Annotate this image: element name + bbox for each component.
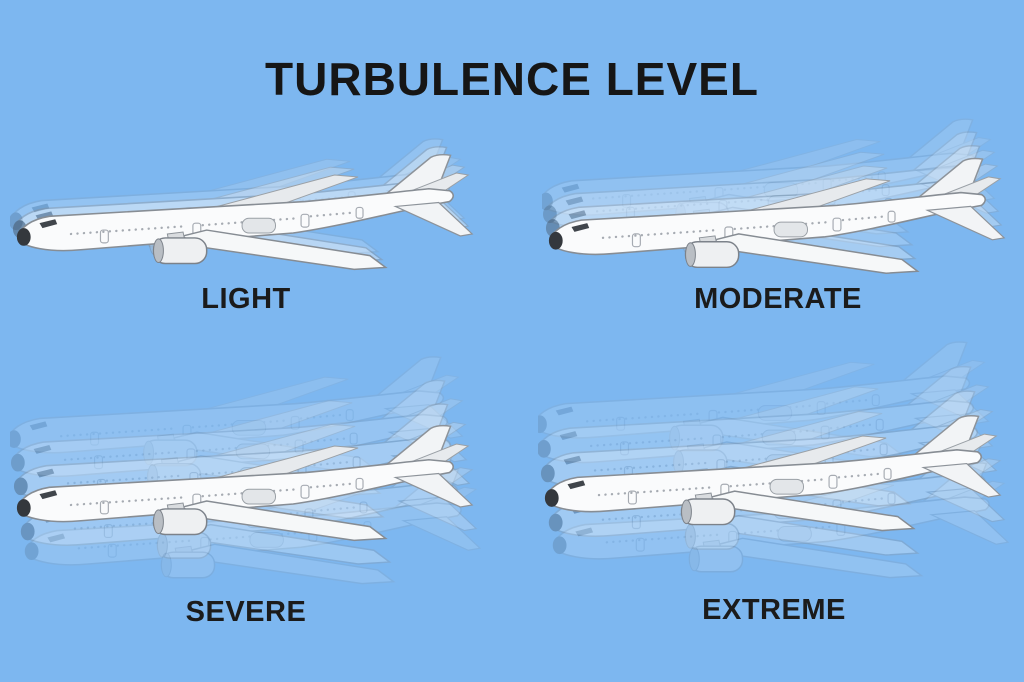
page-title: TURBULENCE LEVEL (265, 53, 759, 105)
airplane-ghost-stack-severe (10, 355, 482, 585)
panel-extreme: EXTREME (538, 322, 1010, 627)
airplane-ghost-stack-extreme (538, 340, 1010, 579)
label-extreme: EXTREME (702, 593, 846, 626)
panel-light: LIGHT (10, 116, 482, 316)
airplane-illustration-extreme (538, 340, 1010, 579)
panel-severe: SEVERE (10, 328, 482, 629)
airplane-illustration-severe (10, 355, 482, 585)
label-moderate: MODERATE (694, 283, 862, 316)
airplane-illustration-light (10, 137, 474, 271)
panel-moderate: MODERATE (542, 110, 1014, 316)
airplane-illustration-moderate (542, 117, 1006, 275)
airplane-ghost-stack-light (10, 137, 474, 271)
label-light: LIGHT (201, 283, 291, 316)
label-severe: SEVERE (185, 595, 307, 628)
airplane-ghost-stack-moderate (542, 117, 1006, 275)
